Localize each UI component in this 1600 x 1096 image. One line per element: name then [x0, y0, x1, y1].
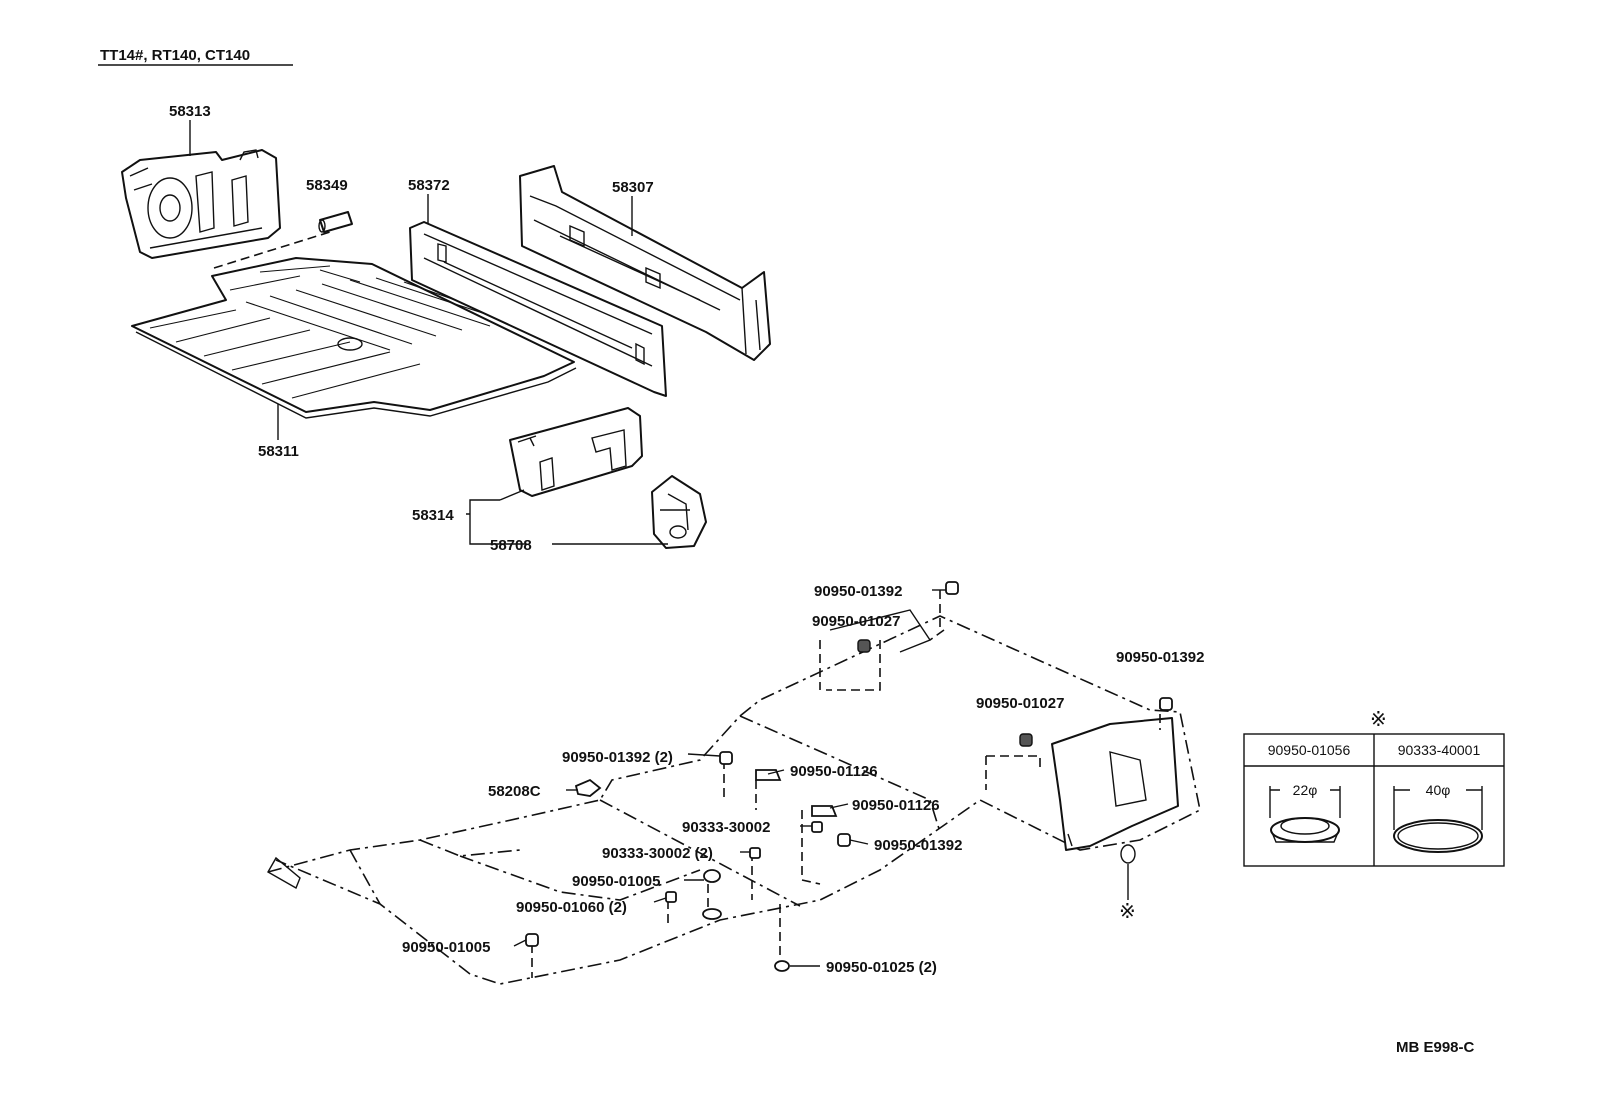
- part-58307-rear-panel: [519, 165, 771, 361]
- label-90333-30002-x2: 90333-30002 (2): [602, 845, 713, 862]
- model-title: TT14#, RT140, CT140: [100, 47, 250, 64]
- reference-mark: ※: [1119, 899, 1136, 923]
- label-90333-30002-a: 90333-30002: [682, 819, 770, 836]
- part-58708-bracket: [651, 475, 707, 549]
- label-58349: 58349: [306, 177, 348, 194]
- part-58372-member: [409, 221, 667, 397]
- label-58307: 58307: [612, 179, 654, 196]
- leader-58314: [499, 489, 525, 501]
- label-58208C: 58208C: [488, 783, 541, 800]
- plug-table-part-2: 90333-40001: [1398, 742, 1481, 758]
- label-58313: 58313: [169, 103, 211, 120]
- plug-size-22: 22φ: [1293, 782, 1318, 798]
- label-90950-01005-a: 90950-01005: [572, 873, 660, 890]
- label-90950-01027-mid: 90950-01027: [976, 695, 1064, 712]
- plug-table-mark: ※: [1370, 707, 1387, 731]
- plug-size-40: 40φ: [1426, 782, 1451, 798]
- label-90950-01126-a: 90950-01126: [790, 763, 878, 780]
- label-90950-01005-b: 90950-01005: [402, 939, 490, 956]
- label-90950-01392-top: 90950-01392: [814, 583, 902, 600]
- label-90950-01126-b: 90950-01126: [852, 797, 940, 814]
- label-90950-01027-top: 90950-01027: [812, 613, 900, 630]
- part-58349-pipe: [318, 211, 353, 233]
- plug-table: ※ 90950-01056 90333-40001 22φ 40φ: [1243, 707, 1505, 867]
- part-58313-panel: [121, 149, 281, 259]
- label-90950-01060-x2: 90950-01060 (2): [516, 899, 627, 916]
- label-58708: 58708: [490, 537, 532, 554]
- drawing-code: MB E998-C: [1396, 1039, 1475, 1056]
- part-58311-floor-pan: [131, 257, 577, 419]
- label-90950-01392-x2: 90950-01392 (2): [562, 749, 673, 766]
- bracket-leader-58314-58708: [466, 499, 526, 545]
- plug-table-part-1: 90950-01056: [1268, 742, 1351, 758]
- callout-leaders: [513, 589, 1129, 967]
- label-58372: 58372: [408, 177, 450, 194]
- rear-side-panel: [1051, 717, 1179, 851]
- label-90950-01392-right: 90950-01392: [1116, 649, 1204, 666]
- guide-58349: [213, 231, 331, 269]
- clip-icons: [525, 581, 1173, 972]
- clip-guides: [531, 590, 1161, 978]
- label-90950-01025-x2: 90950-01025 (2): [826, 959, 937, 976]
- part-58314-panel: [509, 407, 643, 497]
- label-58311: 58311: [258, 443, 299, 460]
- label-90950-01392-low: 90950-01392: [874, 837, 962, 854]
- label-58314: 58314: [412, 507, 454, 524]
